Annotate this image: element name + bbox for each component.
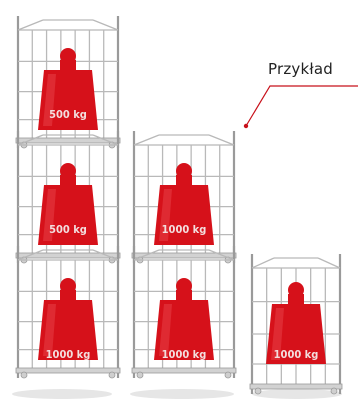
cage-unit: 1000 kg — [16, 246, 120, 378]
weight-label: 500 kg — [49, 108, 87, 121]
cage-unit: 500 kg — [16, 16, 120, 148]
weight-label: 500 kg — [49, 223, 87, 236]
weight-label: 1000 kg — [274, 348, 319, 361]
weight-label: 1000 kg — [46, 348, 91, 361]
cage-unit: 1000 kg — [132, 246, 236, 378]
callout-leader — [244, 86, 358, 128]
cage-unit: 500 kg — [16, 131, 120, 263]
ground-shadow — [12, 389, 342, 399]
weight-label: 1000 kg — [162, 348, 207, 361]
callout-label: Przykład — [268, 60, 333, 78]
weight-label: 1000 kg — [162, 223, 207, 236]
cage-unit: 1000 kg — [250, 254, 342, 394]
cage-unit: 1000 kg — [132, 131, 236, 263]
